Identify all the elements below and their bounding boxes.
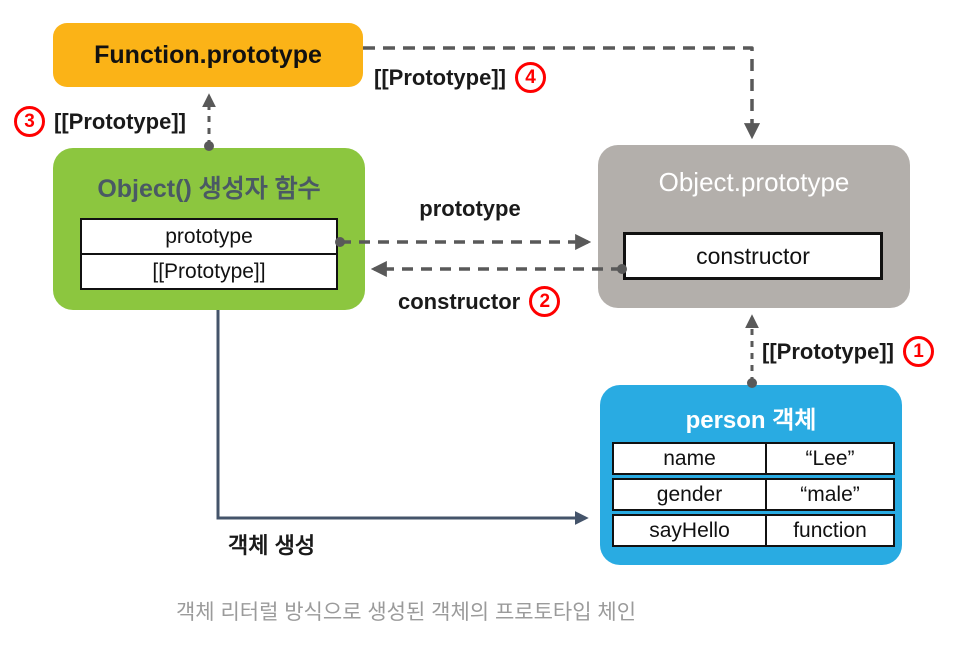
table-row: name “Lee”	[612, 442, 895, 475]
object-prototype-box: Object.prototype constructor	[598, 145, 910, 308]
property-key: gender	[612, 478, 767, 511]
slot-internal-prototype: [[Prototype]]	[80, 253, 338, 290]
property-key: sayHello	[612, 514, 767, 547]
label-constructor-2: constructor 2	[398, 286, 561, 317]
step-badge-3: 3	[14, 106, 45, 137]
diagram-caption: 객체 리터럴 방식으로 생성된 객체의 프로토타입 체인	[0, 596, 812, 626]
label-object-creation: 객체 생성	[228, 528, 315, 560]
object-creation-arrow	[216, 310, 589, 525]
label-object-creation-text: 객체 생성	[228, 533, 316, 558]
property-value: “male”	[765, 478, 895, 511]
table-row: sayHello function	[612, 514, 895, 547]
person-object-box: person 객체 name “Lee” gender “male” sayHe…	[600, 385, 902, 565]
object-constructor-box: Object() 생성자 함수 prototype [[Prototype]]	[53, 148, 365, 310]
label-prototype-3: 3 [[Prototype]]	[14, 106, 186, 137]
label-prototype-1-text: [[Prototype]]	[762, 338, 894, 364]
label-constructor-text: constructor	[398, 288, 521, 314]
property-value: “Lee”	[765, 442, 895, 475]
slot-prototype: prototype	[80, 218, 338, 255]
step-badge-4: 4	[514, 62, 546, 93]
person-object-title: person 객체	[685, 407, 817, 434]
object-prototype-title: Object.prototype	[658, 167, 850, 197]
label-prototype-property: prototype	[395, 196, 545, 222]
label-prototype-3-text: [[Prototype]]	[54, 108, 186, 134]
label-prototype-property-text: prototype	[419, 196, 521, 221]
property-key: name	[612, 442, 767, 475]
function-prototype-title: Function.prototype	[94, 40, 322, 69]
label-prototype-4: [[Prototype]] 4	[374, 62, 546, 93]
property-value: function	[765, 514, 895, 547]
label-prototype-1: [[Prototype]] 1	[762, 336, 934, 367]
function-prototype-box: Function.prototype	[53, 23, 363, 87]
step-badge-1: 1	[902, 336, 934, 367]
table-row: gender “male”	[612, 478, 895, 511]
step-badge-2: 2	[529, 286, 561, 317]
object-constructor-title: Object() 생성자 함수	[97, 175, 321, 203]
label-prototype-4-text: [[Prototype]]	[374, 64, 506, 90]
object-constructor-slots: prototype [[Prototype]]	[80, 218, 338, 290]
slot-constructor: constructor	[623, 232, 883, 280]
diagram-caption-text: 객체 리터럴 방식으로 생성된 객체의 프로토타입 체인	[175, 601, 637, 624]
person-properties-table: name “Lee” gender “male” sayHello functi…	[612, 442, 895, 550]
